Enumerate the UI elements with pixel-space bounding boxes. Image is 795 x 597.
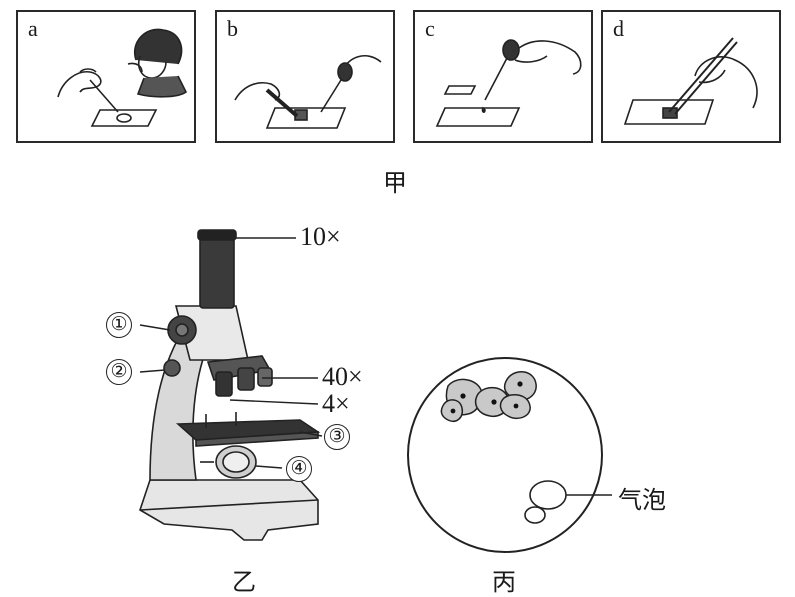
step-letter: a: [28, 16, 38, 41]
step-letter: d: [613, 16, 624, 41]
field-of-view-circle: [407, 357, 603, 553]
leader-lines: [139, 237, 323, 469]
person-icon: [127, 28, 188, 98]
slide-icon: [90, 109, 158, 127]
microscope-icon: [139, 229, 321, 541]
caption-bing: 丙: [492, 568, 516, 596]
bubble-2: [524, 506, 546, 524]
hand-icon: [694, 56, 758, 109]
forceps-icon: [668, 37, 738, 115]
caption-jia: 甲: [383, 169, 407, 197]
marker-2: ②: [106, 359, 132, 385]
bubble-1: [529, 480, 567, 510]
hand-icon: [514, 40, 582, 75]
hand-icon: [234, 82, 299, 118]
step-letter: c: [425, 16, 435, 41]
cell-nuclei: [450, 381, 523, 414]
step-panel-d: d: [601, 10, 781, 143]
eyepiece-magnification: 10×: [300, 222, 341, 251]
objective-low-magnification: 4×: [322, 389, 350, 418]
step-letter: b: [227, 16, 238, 41]
step-d-illustration: [623, 37, 758, 125]
marker-4: ④: [286, 456, 312, 482]
marker-1: ①: [106, 312, 132, 338]
objective-high-magnification: 40×: [322, 362, 363, 391]
marker-3: ③: [324, 424, 350, 450]
step-a-illustration: [57, 28, 188, 127]
step-panel-a: a: [16, 10, 196, 143]
step-panel-c: c: [413, 10, 593, 143]
step-c-illustration: [435, 39, 582, 127]
dropper-icon: [320, 54, 382, 113]
hand-icon: [57, 68, 119, 113]
step-b-illustration: [234, 54, 382, 129]
dropper-icon: [481, 39, 520, 113]
slide-icon: [435, 85, 521, 127]
air-bubbles: [524, 480, 567, 524]
bubble-label: 气泡: [618, 486, 666, 514]
epithelial-cells: [440, 371, 537, 422]
caption-yi: 乙: [232, 568, 256, 596]
step-panel-b: b: [215, 10, 395, 143]
